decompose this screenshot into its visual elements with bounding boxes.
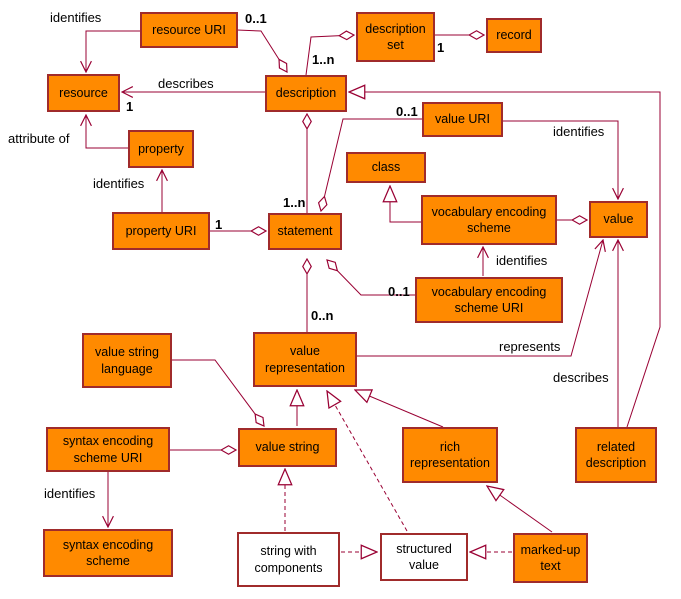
node-value-string: value string <box>238 428 337 467</box>
label-mult-1n-statement: 1..n <box>283 195 306 210</box>
node-structured-value: structured value <box>380 533 468 581</box>
node-value-string-language: value string language <box>82 333 172 388</box>
edge-markeduptext-gen-richrep <box>487 486 553 533</box>
label-mult-1n-description-set: 1..n <box>312 52 335 67</box>
node-resource: resource <box>47 74 120 112</box>
label-mult-0-1-resource-uri: 0..1 <box>245 11 267 26</box>
node-description: description <box>265 75 347 112</box>
label-mult-1-resource: 1 <box>126 99 134 114</box>
label-attribute-of: attribute of <box>8 131 70 146</box>
node-value-representation: value representation <box>253 332 357 387</box>
label-describes-description: describes <box>158 76 214 91</box>
label-identifies-syntax-uri: identifies <box>44 486 96 501</box>
node-rich-representation: rich representation <box>402 427 498 483</box>
label-represents: represents <box>499 339 561 354</box>
edge-valuerep-represents-value <box>357 240 603 357</box>
node-marked-up-text: marked-up text <box>513 533 588 583</box>
edge-vocabscheme-gen-class <box>390 186 421 223</box>
edge-statement-agg-vocaburi <box>327 260 415 296</box>
label-describes-related: describes <box>553 370 609 385</box>
edge-valuestring-agg-valuestringlang <box>172 359 264 426</box>
label-identifies-value-uri: identifies <box>553 124 605 139</box>
node-syntax-encoding-scheme-uri: syntax encoding scheme URI <box>46 427 170 472</box>
node-statement: statement <box>268 213 342 250</box>
node-record: record <box>486 18 542 53</box>
label-mult-0-1-vocab-uri: 0..1 <box>388 284 410 299</box>
edge-descriptionset-agg-description <box>305 35 354 76</box>
label-mult-0n-value-rep: 0..n <box>311 308 334 323</box>
label-mult-0-1-value-uri: 0..1 <box>396 104 418 119</box>
edge-valueuri-identifies-value <box>503 120 618 199</box>
node-resource-uri: resource URI <box>140 12 238 48</box>
edge-richrep-gen-valuerep <box>355 390 444 428</box>
edge-property-attributeof-resource <box>86 115 128 149</box>
node-class: class <box>346 152 426 183</box>
edge-statement-agg-valueuri <box>321 118 422 211</box>
node-property-uri: property URI <box>112 212 210 250</box>
edge-relateddesc-gen-description <box>349 92 661 428</box>
node-value-uri: value URI <box>422 102 503 137</box>
label-identifies-property-uri: identifies <box>93 176 145 191</box>
edge-structuredvalue-dgen-valuerep <box>327 391 408 532</box>
node-description-set: description set <box>356 12 435 62</box>
label-mult-1-description-set: 1 <box>437 40 445 55</box>
node-string-with-components: string with components <box>237 532 340 587</box>
node-related-description: related description <box>575 427 657 483</box>
node-vocabulary-encoding-scheme: vocabulary encoding scheme <box>421 195 557 245</box>
label-identifies-resource-uri: identifies <box>50 10 102 25</box>
node-syntax-encoding-scheme: syntax encoding scheme <box>43 529 173 577</box>
label-mult-1-property-uri: 1 <box>215 217 223 232</box>
edge-resourceuri-identifies-resource <box>86 30 140 72</box>
node-value: value <box>589 201 648 238</box>
node-property: property <box>128 130 194 168</box>
label-identifies-vocab-uri: identifies <box>496 253 548 268</box>
edge-description-agg-resourceuri <box>236 29 287 72</box>
node-vocabulary-encoding-scheme-uri: vocabulary encoding scheme URI <box>415 277 563 323</box>
